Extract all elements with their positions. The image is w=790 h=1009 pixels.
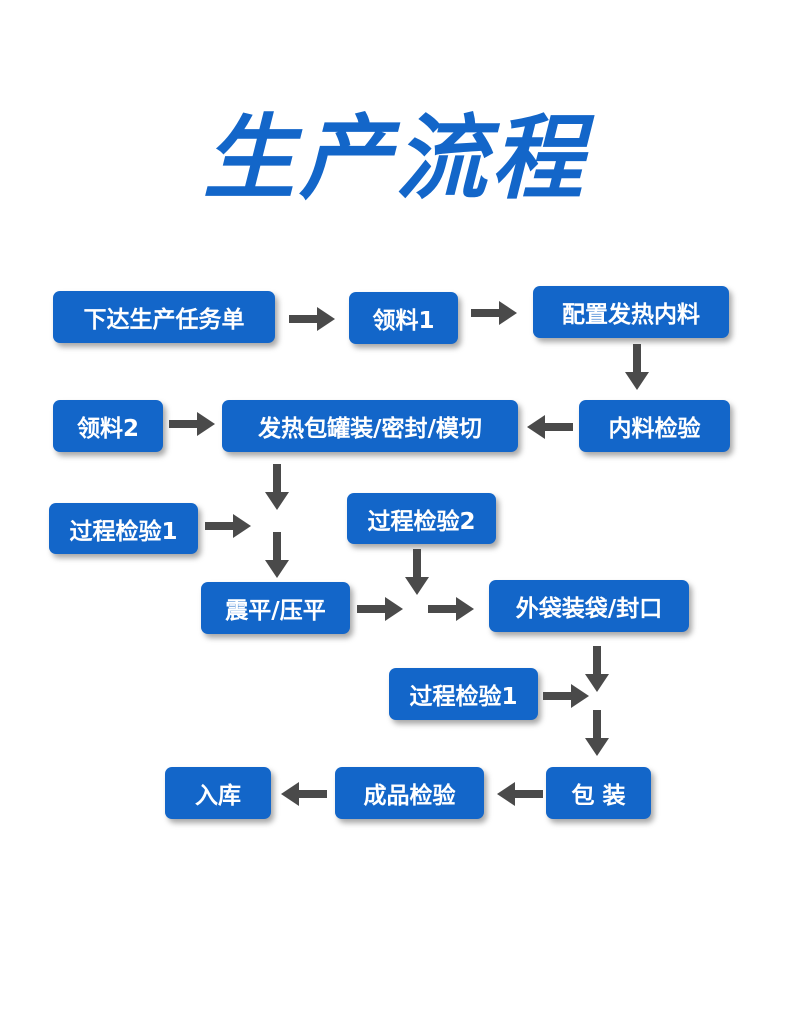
page-title: 生产流程	[202, 105, 587, 212]
step-material-1: 领料1	[349, 292, 458, 344]
arrow-right-icon	[471, 301, 517, 325]
arrow-down-icon	[405, 549, 429, 595]
step-can-pack: 发热包罐装/密封/模切	[222, 400, 518, 452]
arrow-down-icon	[265, 532, 289, 578]
step-storage: 入库	[165, 767, 271, 819]
arrow-left-icon	[281, 782, 327, 806]
arrow-right-icon	[169, 412, 215, 436]
step-process-check-1a: 过程检验1	[49, 503, 198, 554]
step-shake-press: 震平/压平	[201, 582, 350, 634]
arrow-right-icon	[289, 307, 335, 331]
step-inner-inspect: 内料检验	[579, 400, 730, 452]
step-issue-task: 下达生产任务单	[53, 291, 275, 343]
arrow-down-icon	[625, 344, 649, 390]
arrow-right-icon	[543, 684, 589, 708]
arrow-left-icon	[527, 415, 573, 439]
step-process-check-2: 过程检验2	[347, 493, 496, 544]
arrow-right-icon	[428, 597, 474, 621]
arrow-down-icon	[265, 464, 289, 510]
step-outer-bag: 外袋装袋/封口	[489, 580, 689, 632]
arrow-right-icon	[205, 514, 251, 538]
step-final-inspect: 成品检验	[335, 767, 484, 819]
arrow-down-icon	[585, 646, 609, 692]
arrow-down-icon	[585, 710, 609, 756]
step-packaging: 包 装	[546, 767, 651, 819]
arrow-right-icon	[357, 597, 403, 621]
step-process-check-1b: 过程检验1	[389, 668, 538, 720]
step-prepare-inner: 配置发热内料	[533, 286, 729, 338]
arrow-left-icon	[497, 782, 543, 806]
step-material-2: 领料2	[53, 400, 163, 452]
